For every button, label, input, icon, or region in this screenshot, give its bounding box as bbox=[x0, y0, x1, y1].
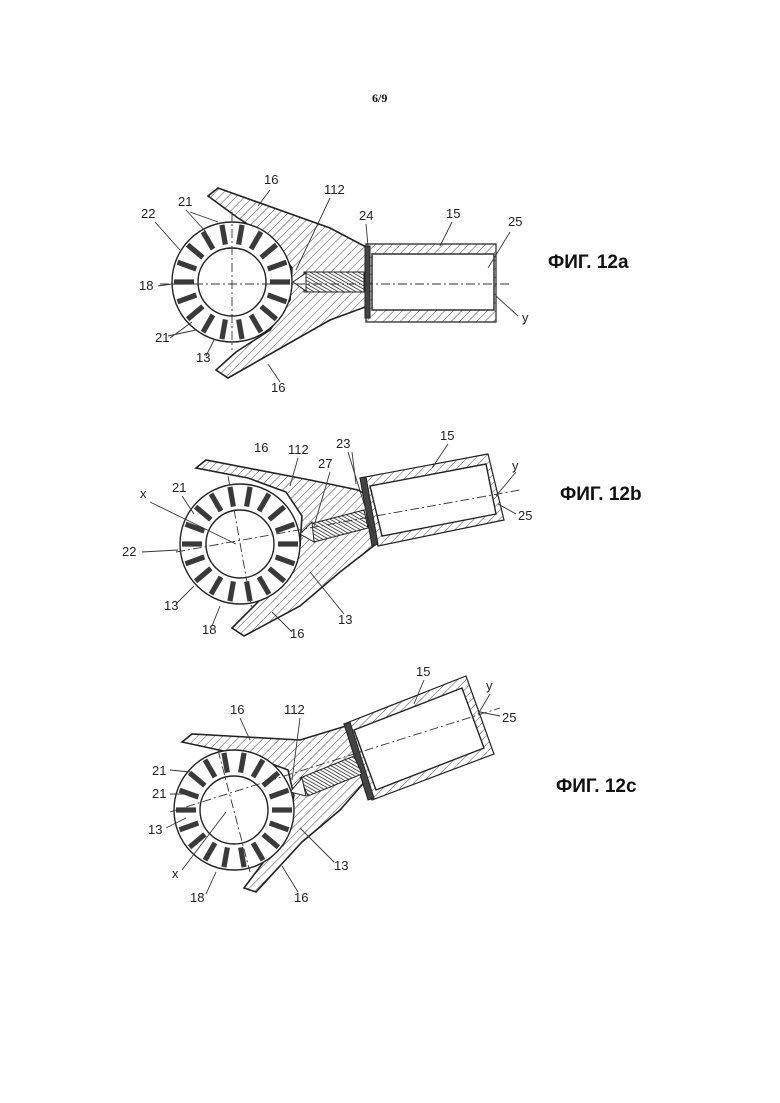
label-15: 15 bbox=[440, 428, 454, 443]
figure-title: ФИГ. 12b bbox=[560, 484, 642, 505]
tube-bore bbox=[372, 254, 494, 310]
figure-12c: 15 y 16 112 25 21 21 13 x 13 18 16 ФИГ. … bbox=[148, 664, 637, 905]
label-24: 24 bbox=[359, 208, 373, 223]
wheel-blade bbox=[176, 807, 196, 812]
wheel-blade bbox=[272, 807, 292, 812]
figure-12b: 16 112 23 15 x 21 27 y 25 22 13 13 18 16… bbox=[122, 428, 642, 641]
label-25: 25 bbox=[508, 214, 522, 229]
wheel-hub bbox=[200, 776, 268, 844]
label-16-top: 16 bbox=[264, 172, 278, 187]
label-21-lower: 21 bbox=[152, 786, 166, 801]
label-x: x bbox=[172, 866, 179, 881]
label-y: y bbox=[522, 310, 529, 325]
label-16-bottom: 16 bbox=[294, 890, 308, 905]
label-16-bottom: 16 bbox=[290, 626, 304, 641]
label-y: y bbox=[486, 678, 493, 693]
figure-title: ФИГ. 12c bbox=[556, 776, 637, 797]
label-13-left: 13 bbox=[164, 598, 178, 613]
label-16-bottom: 16 bbox=[271, 380, 285, 395]
label-15: 15 bbox=[416, 664, 430, 679]
label-112: 112 bbox=[288, 442, 309, 457]
wheel bbox=[174, 750, 294, 870]
figure-title: ФИГ. 12a bbox=[548, 252, 629, 273]
label-16-top: 16 bbox=[230, 702, 244, 717]
label-15: 15 bbox=[446, 206, 460, 221]
label-21: 21 bbox=[172, 480, 186, 495]
label-x: x bbox=[140, 486, 147, 501]
label-18: 18 bbox=[139, 278, 153, 293]
label-25: 25 bbox=[502, 710, 516, 725]
label-112: 112 bbox=[324, 182, 345, 197]
label-13-right: 13 bbox=[338, 612, 352, 627]
plate bbox=[365, 246, 370, 318]
label-y: y bbox=[512, 458, 519, 473]
wheel-blade bbox=[278, 541, 298, 546]
label-22: 22 bbox=[141, 206, 155, 221]
label-27: 27 bbox=[318, 456, 332, 471]
label-16-top: 16 bbox=[254, 440, 268, 455]
label-21-top: 21 bbox=[178, 194, 192, 209]
label-22: 22 bbox=[122, 544, 136, 559]
label-13-right: 13 bbox=[334, 858, 348, 873]
label-23: 23 bbox=[336, 436, 350, 451]
label-13-left: 13 bbox=[148, 822, 162, 837]
label-112: 112 bbox=[284, 702, 305, 717]
label-18: 18 bbox=[190, 890, 204, 905]
spring bbox=[304, 272, 364, 292]
label-25: 25 bbox=[518, 508, 532, 523]
label-21-upper: 21 bbox=[152, 763, 166, 778]
wheel-blade bbox=[182, 541, 202, 546]
label-18: 18 bbox=[202, 622, 216, 637]
label-21-bottom: 21 bbox=[155, 330, 169, 345]
figure-12a: 16 112 21 22 24 15 25 18 y 21 13 16 ФИГ.… bbox=[139, 172, 629, 395]
